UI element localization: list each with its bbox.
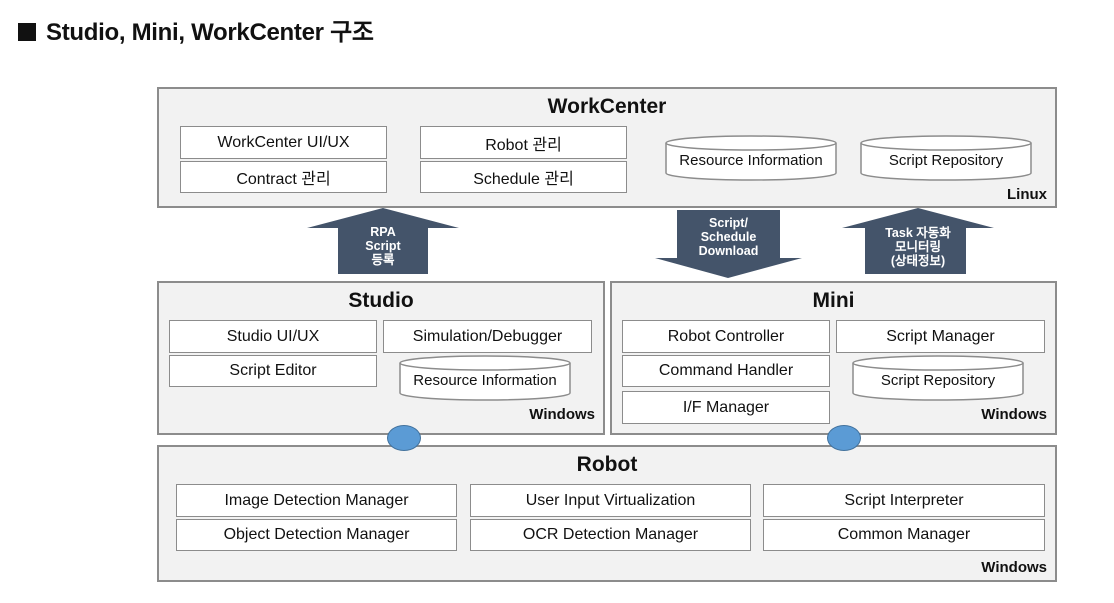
rpa-up-arrow: RPA Script 등록 [307,208,459,274]
studio-ui-box: Studio UI/UX [169,320,377,353]
workcenter-title: WorkCenter [547,95,667,118]
contract-box: Contract 관리 [180,161,387,193]
down-arrow-icon [655,210,802,278]
resource-information-cylinder: Resource Information [665,135,837,181]
cylinder-shape [860,135,1032,181]
object-detection-box: Object Detection Manager [176,519,457,551]
studio-title: Studio [348,289,414,312]
robot-mgmt-box: Robot 관리 [420,126,627,159]
download-down-arrow: Script/ Schedule Download [655,210,802,278]
cylinder-shape [665,135,837,181]
workcenter-os-label: Linux [1007,186,1047,203]
cylinder-shape [852,355,1024,401]
ocr-detection-box: OCR Detection Manager [470,519,751,551]
command-handler-box: Command Handler [622,355,830,387]
up-arrow-icon [307,208,459,274]
script-interpreter-box: Script Interpreter [763,484,1045,517]
studio-robot-connector [387,425,421,451]
image-detection-box: Image Detection Manager [176,484,457,517]
script-manager-box: Script Manager [836,320,1045,353]
robot-panel: Robot Image Detection Manager User Input… [157,445,1057,582]
mini-title: Mini [812,289,855,312]
robot-controller-box: Robot Controller [622,320,830,353]
mini-panel: Mini Robot Controller Script Manager Com… [610,281,1057,435]
mini-script-repository-cylinder: Script Repository [852,355,1024,401]
square-bullet-icon [18,23,36,41]
resource-information-label: Resource Information [679,152,823,169]
common-manager-box: Common Manager [763,519,1045,551]
if-manager-box: I/F Manager [622,391,830,424]
up-arrow-icon [842,208,994,274]
page-title-text: Studio, Mini, WorkCenter 구조 [46,19,374,46]
user-input-virtualization-box: User Input Virtualization [470,484,751,517]
script-repository-cylinder: Script Repository [860,135,1032,181]
studio-resource-label: Resource Information [413,372,557,389]
task-up-arrow: Task 자동화 모니터링 (상태정보) [842,208,994,274]
workcenter-panel: WorkCenter WorkCenter UI/UX Contract 관리 … [157,87,1057,208]
cylinder-shape [399,355,571,401]
schedule-box: Schedule 관리 [420,161,627,193]
page-title: Studio, Mini, WorkCenter 구조 [18,12,374,47]
workcenter-ui-box: WorkCenter UI/UX [180,126,387,159]
studio-panel: Studio Studio UI/UX Simulation/Debugger … [157,281,605,435]
task-arrow-label: Task 자동화 모니터링 (상태정보) [885,226,951,268]
studio-os-label: Windows [529,406,595,423]
script-editor-box: Script Editor [169,355,377,387]
simulation-debugger-box: Simulation/Debugger [383,320,592,353]
robot-title: Robot [576,453,638,476]
script-repository-label: Script Repository [888,152,1004,169]
studio-resource-cylinder: Resource Information [399,355,571,401]
mini-os-label: Windows [981,406,1047,423]
rpa-arrow-label: RPA Script 등록 [365,225,401,267]
mini-robot-connector [827,425,861,451]
download-arrow-label: Script/ Schedule Download [698,216,759,258]
mini-script-repository-label: Script Repository [880,372,996,389]
robot-os-label: Windows [981,559,1047,576]
